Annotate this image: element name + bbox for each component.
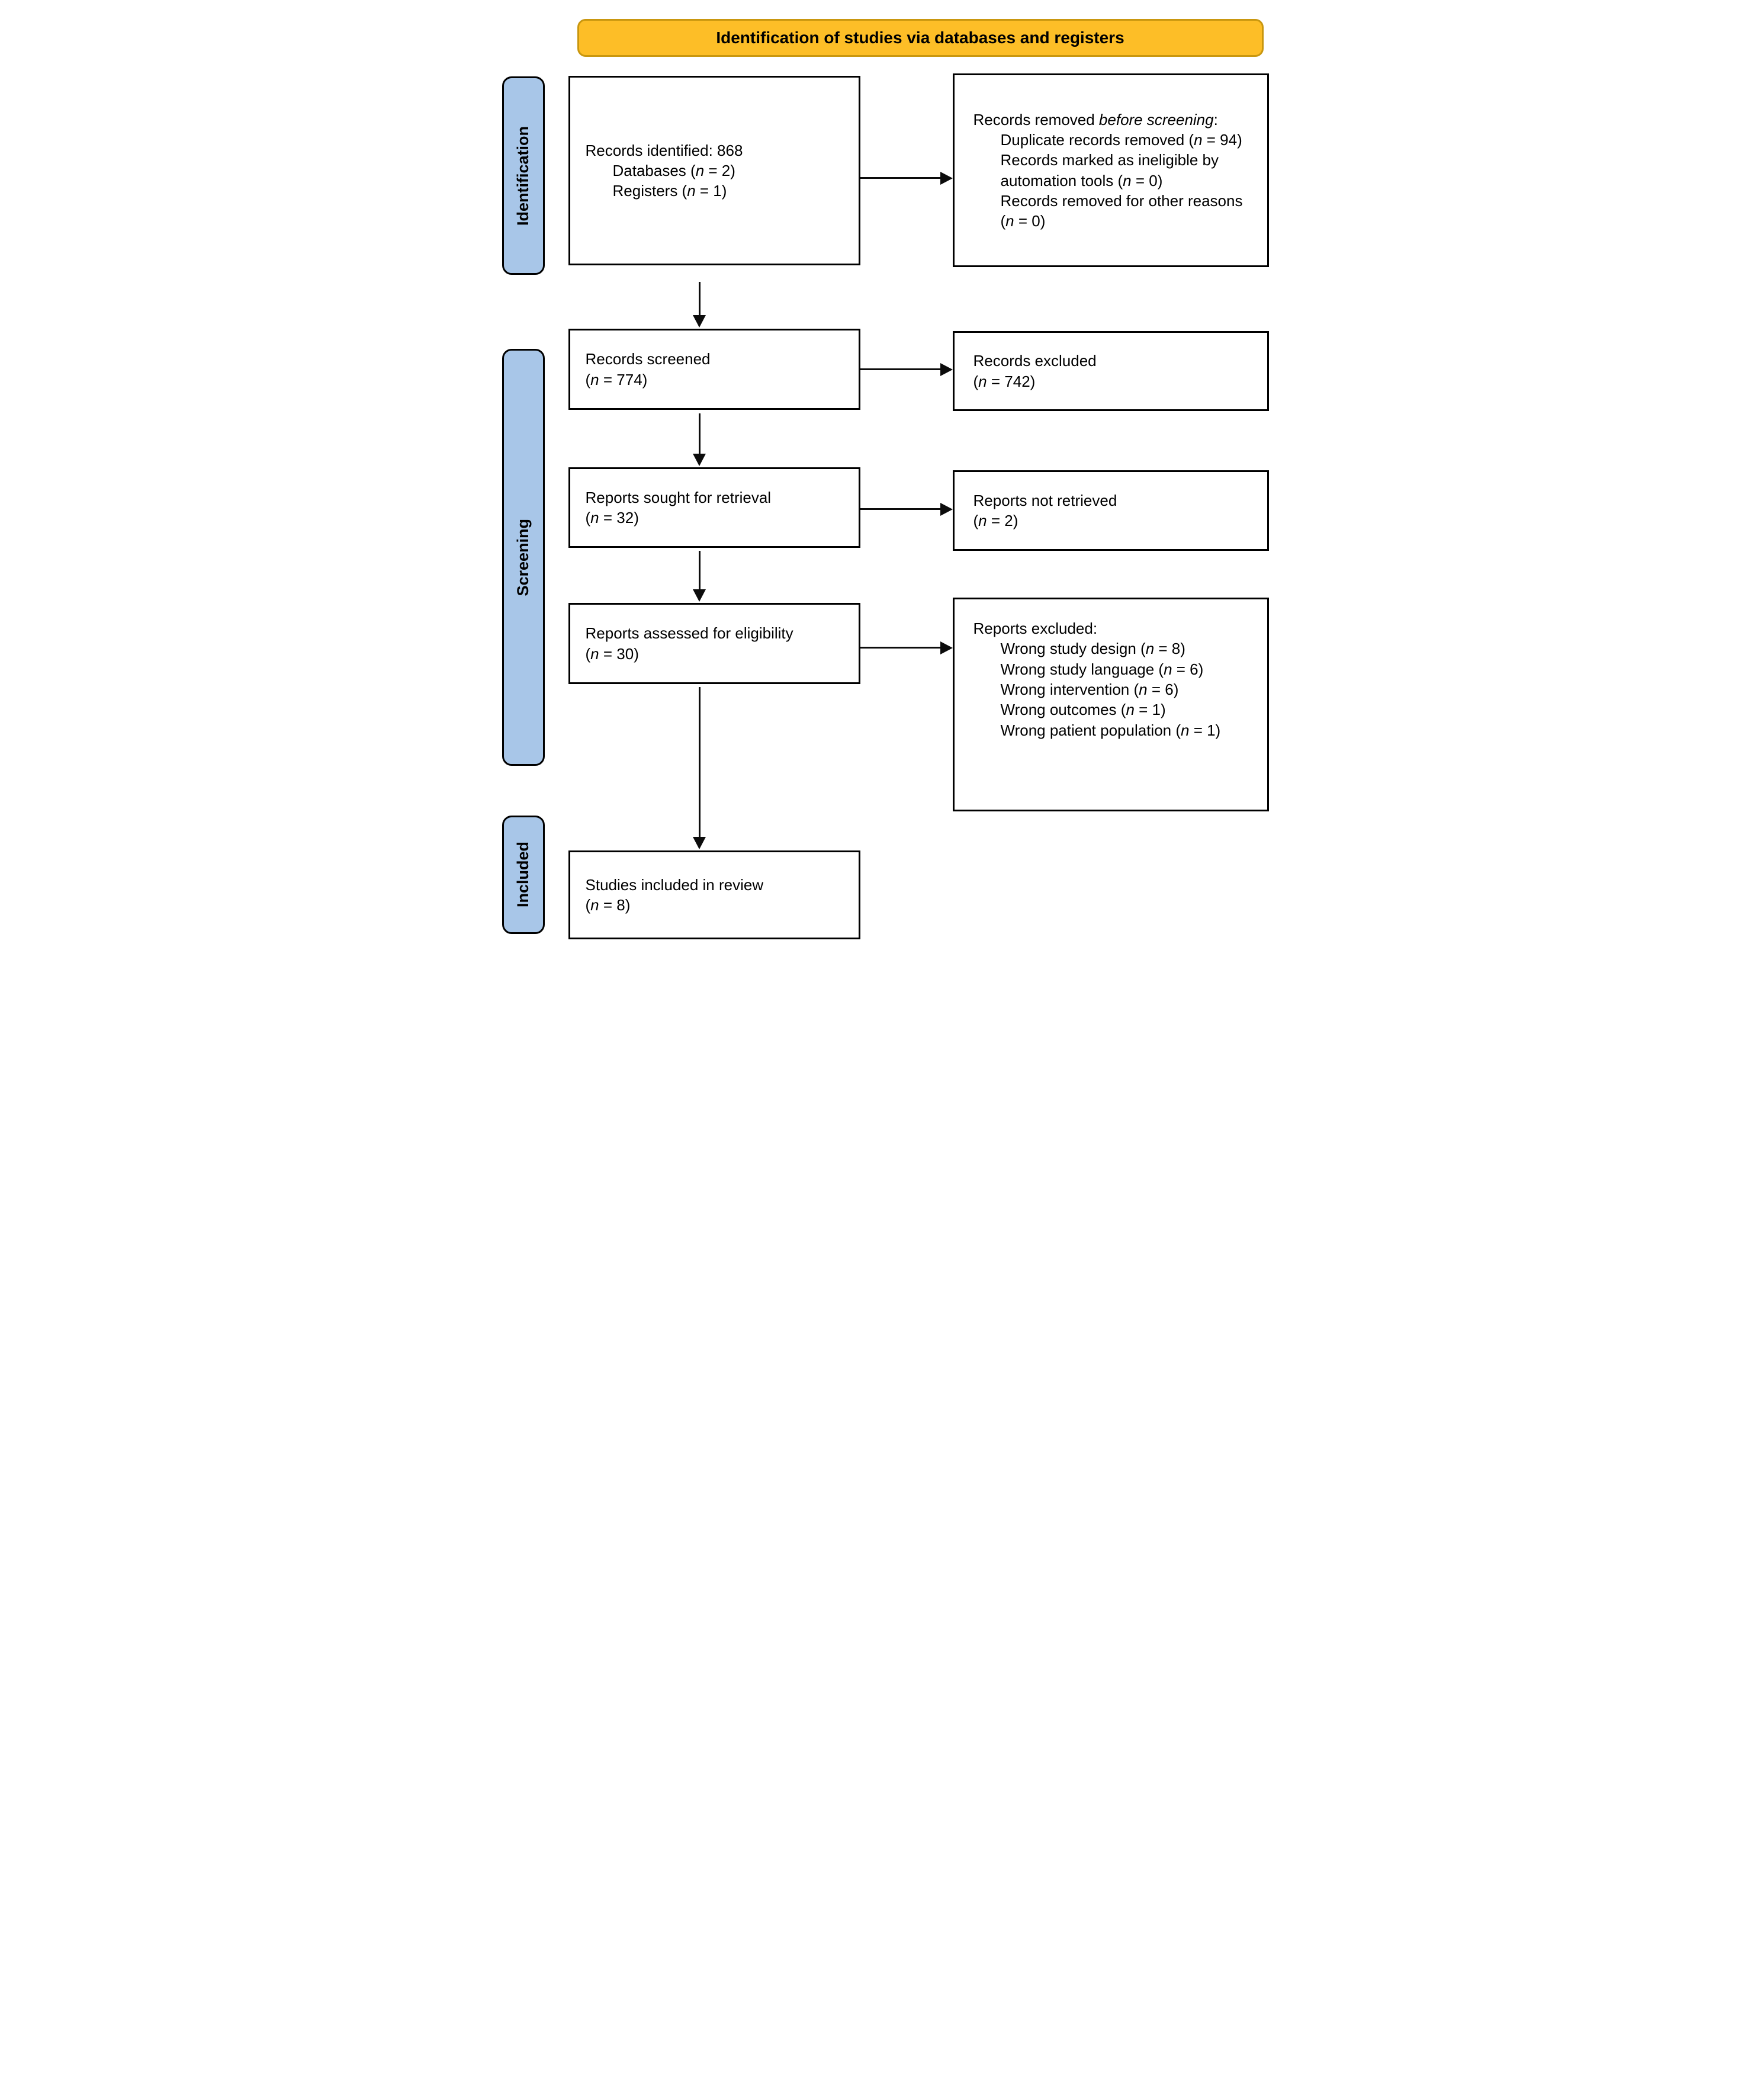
box-text-line: Records marked as ineligible by automati… <box>1000 151 1219 190</box>
page-title: Identification of studies via databases … <box>716 28 1124 47</box>
box-text-line: (n = 774) <box>585 370 648 389</box>
box-studies-included: Studies included in review (n = 8) <box>568 850 860 939</box>
arrow-right-screened-to-excluded-icon <box>860 368 940 370</box>
box-text-line: Reports sought for retrieval <box>585 488 772 506</box>
box-reports-assessed: Reports assessed for eligibility(n = 30) <box>568 603 860 684</box>
arrow-down-sought-to-assessed-icon <box>698 551 701 589</box>
box-text-line: Databases (n = 2) <box>612 161 735 179</box>
box-records-removed-before-screening: Records removed before screening:Duplica… <box>952 73 1269 267</box>
box-records-excluded: Records excluded (n = 742) <box>952 331 1269 411</box>
box-text-line: Reports assessed for eligibility <box>585 624 793 643</box>
box-reports-excluded: Reports excluded: Wrong study design (n =… <box>952 598 1269 811</box>
stage-included-label: Included <box>514 842 532 908</box>
box-text-line: Wrong study language (n = 6) <box>1000 660 1204 678</box>
box-text-line: Records identified: 868 <box>585 141 743 159</box>
arrow-down-assessed-to-included-icon <box>698 687 701 837</box>
arrow-right-identified-to-removed-icon <box>860 177 940 179</box>
box-text-line: Records removed for other reasons (n = 0… <box>1000 191 1243 230</box>
box-text-line: Studies included in review <box>585 875 764 894</box>
title-banner: Identification of studies via databases … <box>577 19 1264 57</box>
arrow-down-screened-to-sought-icon <box>698 413 701 454</box>
box-text-line: (n = 8) <box>585 896 631 914</box>
stage-identification: Identification <box>502 76 545 275</box>
box-records-screened: Records screened (n = 774) <box>568 329 860 410</box>
box-reports-not-retrieved: Reports not retrieved (n = 2) <box>952 470 1269 551</box>
stage-identification-label: Identification <box>514 126 532 226</box>
box-text-line: (n = 2) <box>973 512 1018 529</box>
arrow-right-assessed-to-reportsexcluded-icon <box>860 647 940 649</box>
box-text-line: Reports not retrieved <box>973 491 1117 509</box>
box-text-line: Wrong intervention (n = 6) <box>1000 680 1179 698</box>
box-text-line: Records excluded <box>973 352 1097 370</box>
prisma-flow-diagram: Identification of studies via databases … <box>485 0 1279 943</box>
box-text-line: Duplicate records removed (n = 94) <box>1000 130 1242 149</box>
arrow-down-identified-to-screened-icon <box>698 282 701 315</box>
box-reports-sought: Reports sought for retrieval (n = 32) <box>568 467 860 548</box>
arrow-right-sought-to-notretrieved-icon <box>860 508 940 510</box>
box-text-line: (n = 32) <box>585 509 639 527</box>
box-text-line: (n = 30) <box>585 644 639 663</box>
box-text-line: Wrong outcomes (n = 1) <box>1000 701 1166 719</box>
box-text-line: Wrong study design (n = 8) <box>1000 640 1185 658</box>
box-text-line: Reports excluded: <box>973 620 1098 637</box>
stage-included: Included <box>502 816 545 934</box>
box-text-line: Records screened <box>585 350 711 368</box>
box-text-line: Records removed before screening: <box>973 110 1218 129</box>
box-text-line: Wrong patient population (n = 1) <box>1000 721 1221 739</box>
stage-screening: Screening <box>502 349 545 766</box>
stage-screening-label: Screening <box>514 518 532 596</box>
box-text-line: (n = 742) <box>973 372 1036 390</box>
box-text-line: Registers (n = 1) <box>612 182 727 200</box>
